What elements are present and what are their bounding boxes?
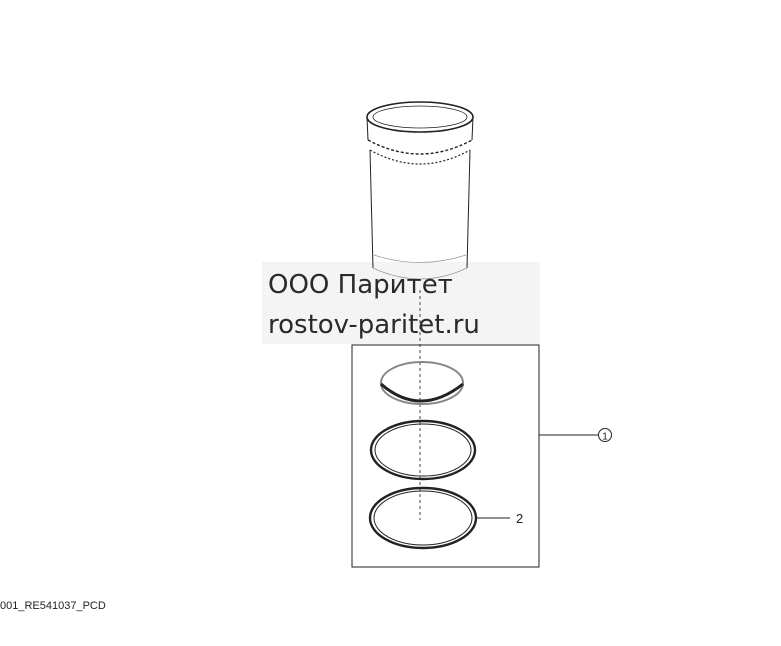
callout-1-label: 1 — [602, 432, 608, 443]
watermark-company-name: ООО Паритет — [268, 270, 453, 300]
middle-o-ring — [369, 419, 477, 481]
cylinder-liner — [366, 101, 474, 280]
top-ring — [380, 361, 464, 405]
figure-code-label: 001_RE541037_PCD — [0, 600, 106, 612]
lower-o-ring — [368, 486, 478, 550]
callout-1-circle — [598, 428, 612, 442]
watermark-background — [262, 262, 540, 344]
callout-2-label: 2 — [516, 511, 523, 526]
seal-kit-box — [351, 344, 540, 568]
watermark-website: rostov-paritet.ru — [268, 310, 480, 340]
